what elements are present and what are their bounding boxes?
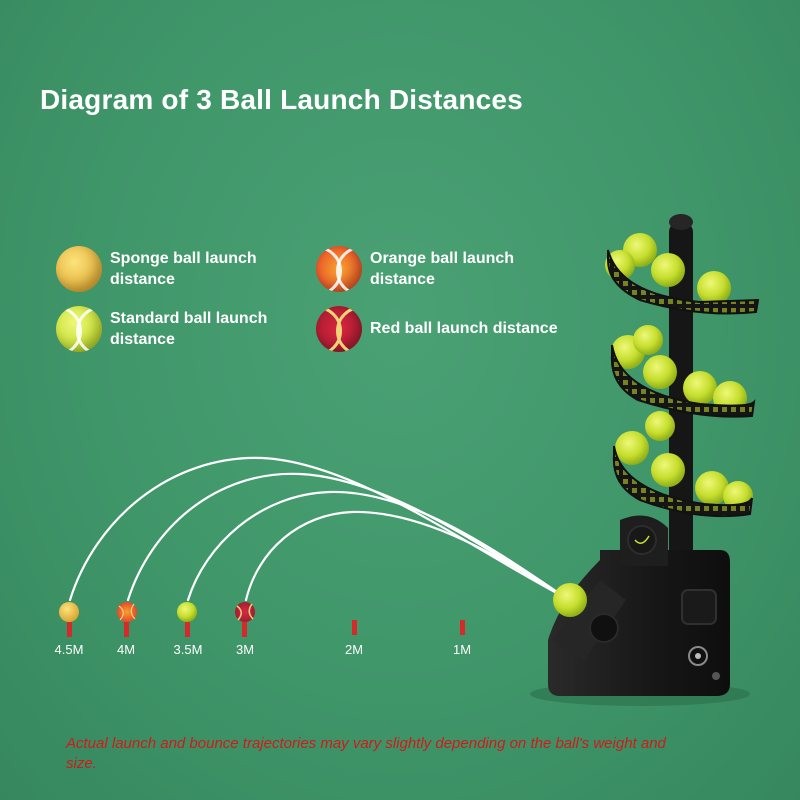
trajectory-3.5m	[186, 490, 568, 602]
legend-sponge-ball: Sponge ball launch distance	[56, 246, 300, 292]
marker-2m	[352, 620, 357, 635]
legend-label: Standard ball launch distance	[110, 310, 268, 348]
launched-ball	[553, 583, 587, 617]
marker-1m	[460, 620, 465, 635]
orange-ball-icon	[316, 246, 362, 292]
legend-label: Sponge ball launch distance	[110, 250, 257, 288]
distance-label-4.5m: 4.5M	[54, 642, 84, 657]
landing-balls	[59, 602, 255, 622]
distance-markers	[67, 620, 465, 637]
machine-base	[548, 550, 730, 696]
trajectory-3m	[244, 510, 568, 602]
marker-3.5m	[185, 622, 190, 637]
standard-ball-icon	[56, 306, 102, 352]
diagram-title: Diagram of 3 Ball Launch Distances	[40, 84, 523, 115]
distance-label-4m: 4M	[116, 642, 136, 657]
marker-4m	[124, 622, 129, 637]
standard-ball-landing	[177, 602, 197, 622]
legend-label: Orange ball launch distance	[370, 250, 515, 288]
legend-red-ball: Red ball launch distance	[316, 306, 560, 352]
marker-3m	[242, 622, 247, 637]
legend-standard-ball: Standard ball launch distance	[56, 306, 300, 352]
trajectory-4.5m	[68, 456, 568, 602]
distance-label-3.5m: 3.5M	[173, 642, 203, 657]
distance-label-1m: 1M	[452, 642, 472, 657]
legend-orange-ball: Orange ball launch distance	[316, 246, 560, 292]
sponge-ball-landing	[59, 602, 79, 622]
legend-label: Red ball launch distance	[370, 320, 558, 337]
ball-basket-tier-3	[612, 411, 753, 518]
trajectory-4m	[126, 472, 568, 602]
ball-machine	[530, 214, 760, 706]
red-ball-icon	[316, 306, 362, 352]
trajectory-lines	[68, 456, 568, 602]
ball-basket-tier-1	[605, 233, 760, 315]
sponge-ball-icon	[56, 246, 102, 292]
distance-label-2m: 2M	[344, 642, 364, 657]
marker-4.5m	[67, 622, 72, 637]
distance-label-3m: 3M	[235, 642, 255, 657]
disclaimer-note: Actual launch and bounce trajectories ma…	[66, 735, 666, 772]
ball-basket-tier-2	[610, 325, 756, 418]
launcher-wheel	[589, 613, 619, 643]
